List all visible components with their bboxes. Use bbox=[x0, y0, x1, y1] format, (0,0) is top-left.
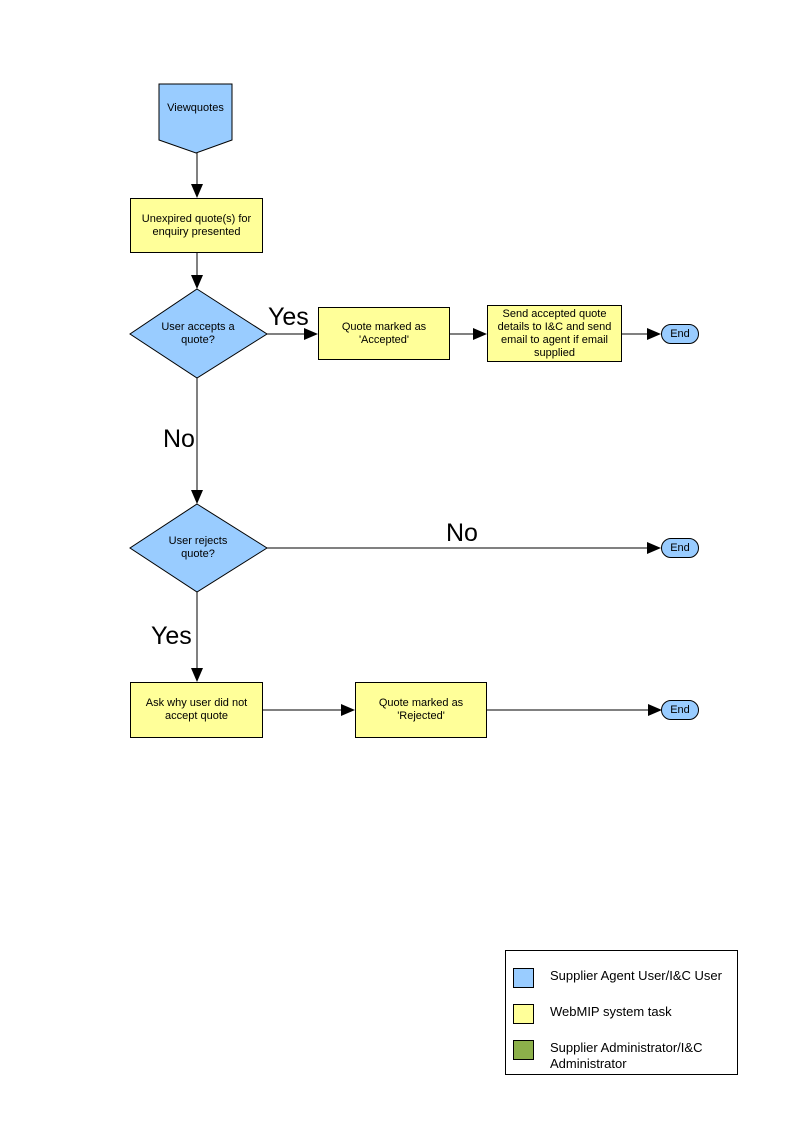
start-node-label: Viewquotes bbox=[167, 101, 224, 114]
process-quote-marked-accepted: Quote marked as 'Accepted' bbox=[318, 307, 450, 360]
edge-start-to-present bbox=[191, 153, 203, 198]
legend-swatch-yellow bbox=[513, 1004, 534, 1024]
process-send-accepted-details: Send accepted quote details to I&C and s… bbox=[487, 305, 622, 362]
arrowhead bbox=[341, 704, 355, 716]
arrowhead bbox=[648, 704, 662, 716]
end-node-accepted: End bbox=[661, 324, 699, 344]
edge-ask-why-to-marked-rejected bbox=[263, 704, 355, 716]
edge-marked-accepted-to-send-details bbox=[450, 328, 487, 340]
end-node-rejected: End bbox=[661, 700, 699, 720]
legend-label: WebMIP system task bbox=[550, 1004, 672, 1019]
process-quote-marked-rejected: Quote marked as 'Rejected' bbox=[355, 682, 487, 738]
edge-label-yes-rejects: Yes bbox=[151, 622, 192, 650]
legend-label: Supplier Administrator/I&C Administrator bbox=[550, 1040, 703, 1071]
legend-item-supplier-agent-user: Supplier Agent User/I&C User bbox=[513, 968, 722, 988]
arrowhead bbox=[647, 542, 661, 554]
edge-rejects-yes-to-ask-why bbox=[191, 592, 203, 682]
legend-label: Supplier Agent User/I&C User bbox=[550, 968, 722, 983]
process-unexpired-quotes: Unexpired quote(s) for enquiry presented bbox=[130, 198, 263, 253]
arrowhead bbox=[191, 184, 203, 198]
legend-swatch-blue bbox=[513, 968, 534, 988]
edge-accepts-yes-to-marked-accepted bbox=[267, 328, 318, 340]
edge-present-to-accepts bbox=[191, 253, 203, 289]
edge-send-details-to-end bbox=[622, 328, 661, 340]
start-node-shape bbox=[158, 83, 233, 154]
edge-accepts-no-to-rejects bbox=[191, 378, 203, 504]
edge-label-no-accepts: No bbox=[163, 425, 195, 453]
arrowhead bbox=[191, 668, 203, 682]
legend-box: Supplier Agent User/I&C User WebMIP syst… bbox=[505, 950, 738, 1075]
edge-marked-rejected-to-end bbox=[487, 704, 662, 716]
end-node-not-rejected: End bbox=[661, 538, 699, 558]
arrowhead bbox=[304, 328, 318, 340]
arrowhead bbox=[191, 490, 203, 504]
arrowhead bbox=[647, 328, 661, 340]
legend-swatch-green bbox=[513, 1040, 534, 1060]
edge-label-yes-accepts: Yes bbox=[268, 303, 309, 331]
process-ask-why-not-accepted: Ask why user did not accept quote bbox=[130, 682, 263, 738]
decision-user-rejects-label: User rejects quote? bbox=[168, 535, 228, 560]
legend-item-supplier-administrator: Supplier Administrator/I&C Administrator bbox=[513, 1040, 722, 1072]
arrowhead bbox=[191, 275, 203, 289]
decision-user-accepts-label: User accepts a quote? bbox=[161, 321, 235, 346]
legend-item-webmip-system-task: WebMIP system task bbox=[513, 1004, 722, 1024]
edge-rejects-no-to-end bbox=[267, 542, 661, 554]
edge-label-no-rejects: No bbox=[446, 519, 478, 547]
arrowhead bbox=[473, 328, 487, 340]
